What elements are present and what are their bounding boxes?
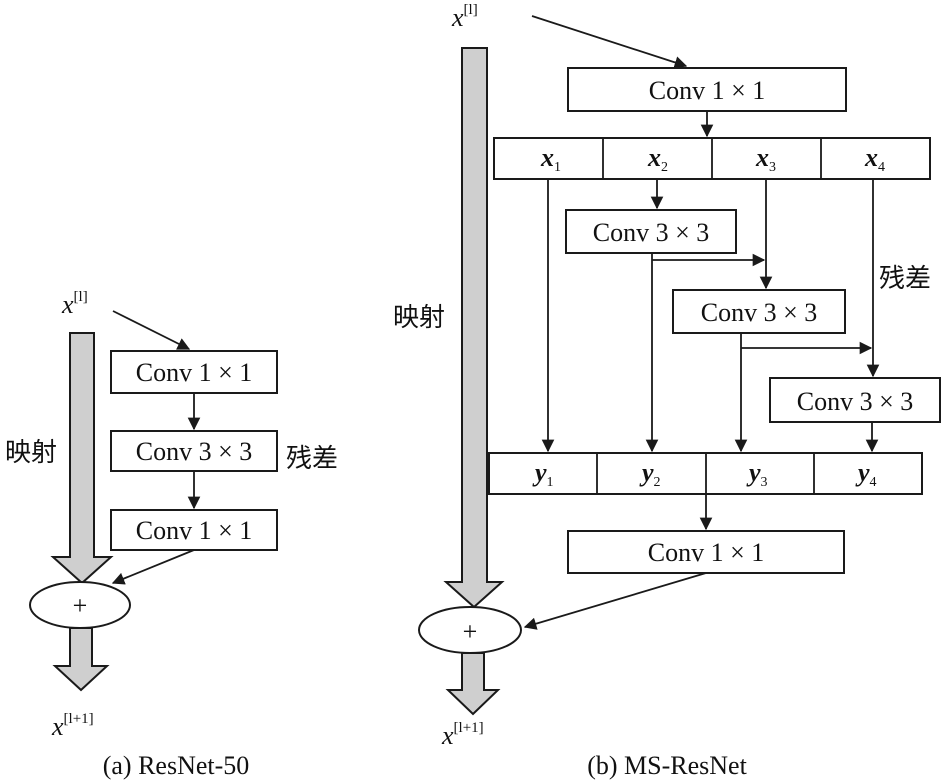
b-x4: x4 [864,143,885,175]
b-x3: x3 [755,143,776,175]
b-mapping-arrow [443,47,505,609]
b-x1: x1 [540,143,561,175]
b-output-x: x[l+1] [441,720,484,750]
b-conv-top-box [567,67,847,112]
msresnet-diagram: x[l] 映射 Conv 1 × 1 x1 x2 x3 x4 Conv 3 × … [393,2,941,780]
resnet50-diagram: x[l] 映射 Conv 1 × 1 Conv 3 × 3 残差 Conv 1 … [5,289,338,780]
b-conv-branch-1-label: Conv 3 × 3 [593,218,710,247]
a-output-arrow [52,627,110,692]
b-mapping-label: 映射 [393,303,445,333]
b-conv-branch-2-label: Conv 3 × 3 [701,298,818,327]
b-arrow-to-sum [523,572,707,630]
b-conv-branch-2-box [672,289,846,334]
b-x2: x2 [647,143,668,175]
b-conv-branch-3-label: Conv 3 × 3 [797,387,914,416]
a-conv1-label: Conv 1 × 1 [136,358,253,387]
a-mapping-arrow [50,332,114,585]
a-arrow-to-sum [111,549,195,585]
b-y3: y3 [746,458,768,490]
b-sum-plus: + [463,617,478,646]
b-conv-top-label: Conv 1 × 1 [649,76,766,105]
b-conv-bottom-label: Conv 1 × 1 [648,538,765,567]
b-conv-branch-1-box [565,209,737,254]
b-residual-label: 残差 [879,264,931,294]
b-x-split: x1 x2 x3 x4 [493,137,931,180]
b-y1: y1 [532,458,554,490]
b-input-arrow [531,15,688,69]
a-caption: (a) ResNet-50 [103,751,250,780]
a-input-x: x[l] [61,289,88,319]
a-output-x: x[l+1] [51,711,94,741]
a-conv2-box [110,430,278,472]
b-y-split: y1 y2 y3 y4 [488,452,923,495]
a-conv3-label: Conv 1 × 1 [136,516,253,545]
b-input-x: x[l] [451,2,478,32]
a-conv3-box [110,509,278,551]
b-output-arrow [445,652,501,716]
a-residual-label: 残差 [286,444,338,474]
b-y2: y2 [639,458,661,490]
a-conv1-box [110,350,278,394]
a-input-arrow [112,310,191,350]
b-conv-bottom-box [567,530,845,574]
b-conv-branch-3-box [769,377,941,423]
a-sum-plus: + [73,591,88,620]
b-caption: (b) MS-ResNet [587,751,747,780]
a-conv2-label: Conv 3 × 3 [136,437,253,466]
b-y4: y4 [855,458,877,490]
a-mapping-label: 映射 [5,438,57,468]
